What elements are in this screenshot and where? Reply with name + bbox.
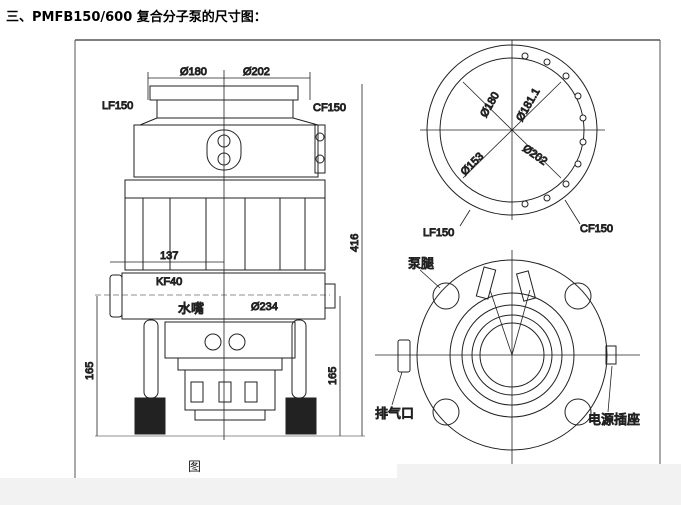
footer-bar — [0, 478, 681, 505]
dim-dia-202: Ø202 — [243, 66, 270, 78]
top-dim-dia-180: Ø180 — [478, 90, 502, 119]
dim-length-137: 137 — [160, 250, 178, 262]
top-dim-dia-202: Ø202 — [520, 143, 549, 168]
section-heading: 三、PMFB150/600 复合分子泵的尺寸图： — [6, 10, 267, 25]
bottom-view — [375, 250, 640, 470]
top-dim-dia-153: Ø153 — [459, 151, 487, 179]
top-dim-dia-181: Ø181.1 — [514, 86, 542, 123]
top-label-cf150: CF150 — [580, 223, 613, 235]
dim-height-165-right: 165 — [327, 367, 339, 385]
dim-height-416: 416 — [349, 234, 361, 252]
footer-overlay — [397, 464, 681, 478]
label-power-socket: 电源插座 — [588, 413, 640, 428]
side-view — [95, 70, 365, 440]
label-exhaust-port: 排气口 — [375, 406, 414, 422]
dim-dia-234: Ø234 — [251, 301, 278, 313]
label-cf150: CF150 — [313, 102, 346, 114]
label-water-nozzle: 水嘴 — [178, 302, 204, 317]
dim-dia-180: Ø180 — [180, 66, 207, 78]
top-label-lf150: LF150 — [423, 227, 454, 239]
top-view — [420, 40, 605, 227]
dim-height-165-left: 165 — [84, 362, 96, 380]
label-lf150: LF150 — [102, 100, 133, 112]
label-kf40: KF40 — [156, 276, 182, 288]
label-pump-leg: 泵腿 — [408, 257, 434, 272]
figure-caption: 图 — [188, 460, 202, 475]
